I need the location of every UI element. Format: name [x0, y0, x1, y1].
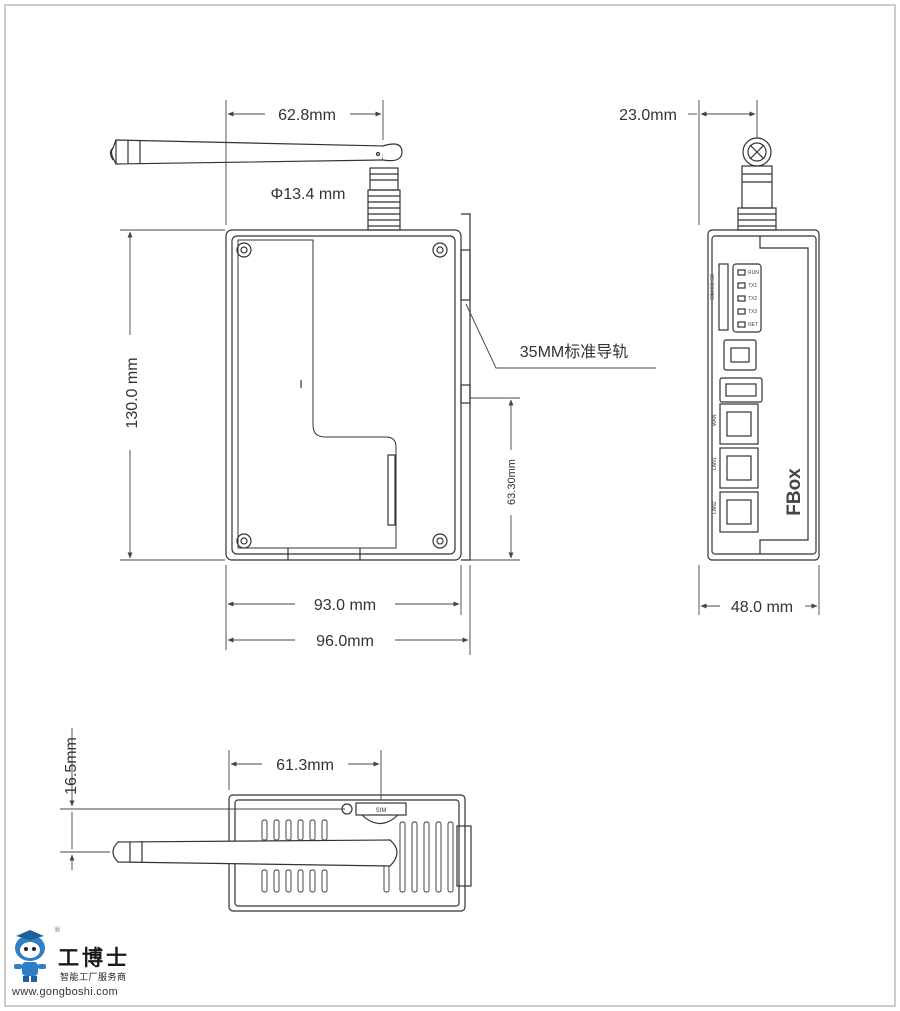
side-view	[707, 137, 820, 561]
bottom-dimensions	[60, 728, 382, 870]
front-body	[225, 229, 462, 561]
side-small-labels: RUN TX1 TX2 TX3 NET SIM/CO:SD WAN LAN1 L…	[710, 270, 759, 514]
dim-antenna-length: 62.8mm	[278, 107, 336, 124]
dim-width-total: 96.0mm	[316, 633, 374, 650]
led-label: RUN	[748, 270, 759, 276]
dim-width-body: 93.0 mm	[314, 597, 376, 614]
dim-side-offset: 23.0mm	[619, 107, 677, 124]
port-label: LAN1	[712, 457, 718, 470]
front-antenna	[109, 139, 403, 231]
dim-height: 130.0 mm	[124, 357, 141, 428]
logo-subtitle: 智能工厂服务商	[60, 973, 127, 983]
page-frame	[4, 4, 896, 1007]
front-dimensions	[120, 100, 656, 655]
logo-url[interactable]: www.gongboshi.com	[12, 986, 118, 998]
mascot-icon	[14, 930, 46, 982]
side-body	[707, 229, 820, 561]
registered-mark: ®	[54, 926, 61, 934]
dim-rail-label: 35MM标准导轨	[520, 343, 628, 361]
port-label: WAN	[712, 414, 718, 426]
slot-label: SIM/CO:SD	[710, 273, 716, 300]
led-label: TX2	[748, 296, 757, 302]
dim-bottom-antenna-length: 61.3mm	[276, 757, 334, 774]
port-label: LAN2	[712, 501, 718, 514]
led-label: NET	[748, 322, 758, 328]
bottom-view	[112, 794, 472, 912]
led-label: TX3	[748, 309, 757, 315]
dim-antenna-diameter: Φ13.4 mm	[270, 186, 345, 203]
side-dimensions	[688, 100, 820, 615]
dim-depth: 48.0 mm	[731, 599, 793, 616]
dim-rail-height: 63.30mm	[506, 459, 518, 505]
logo-title: 工博士	[58, 945, 130, 970]
brand-logo: ® 工博士 智能工厂服务商 www.gongboshi.com	[8, 926, 188, 1004]
led-label: TX1	[748, 283, 757, 289]
brand-label: FBox	[784, 468, 805, 516]
front-view	[109, 139, 471, 561]
dim-bottom-antenna-offset: 16.5mm	[63, 737, 80, 795]
sim-label: SIM	[376, 808, 387, 814]
